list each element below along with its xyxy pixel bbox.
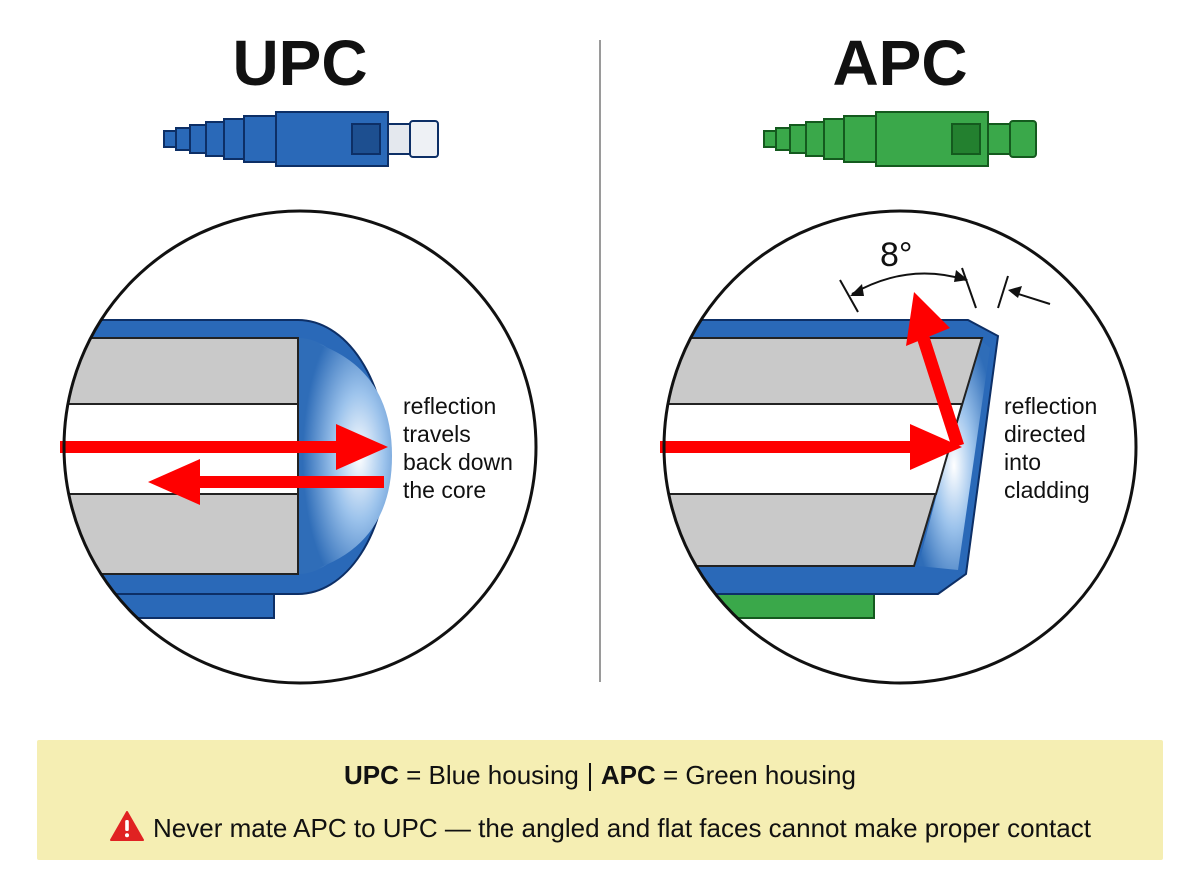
warning-triangle-icon [110,811,145,841]
apc-connector-icon [763,111,1037,167]
legend-box: UPC = Blue housing APC = Green housing Ne… [37,740,1163,860]
apc-legend-text: = Green housing [655,760,856,790]
upc-reflection-note: reflection travels back down the core [403,392,513,504]
panel-divider [599,40,601,682]
warning-text: Never mate APC to UPC — the angled and f… [153,813,1091,843]
upc-note-line: the core [403,477,487,503]
apc-title: APC [832,27,968,99]
upc-note-line: travels [403,421,471,447]
upc-title: UPC [232,27,368,99]
color-legend: UPC = Blue housing APC = Green housing [37,760,1163,792]
warning-line: Never mate APC to UPC — the angled and f… [37,810,1163,844]
angle-label: 8° [880,236,913,274]
upc-connector-icon [163,111,439,167]
apc-abbr: APC [600,760,656,790]
upc-abbr: UPC [344,760,399,790]
upc-legend-text: = Blue housing [398,760,579,790]
apc-note-line: cladding [1004,477,1090,503]
apc-note-line: into [1004,449,1042,475]
apc-magnified-view [660,209,1138,685]
legend-separator [588,763,591,792]
upc-note-line: back down [403,449,513,475]
apc-note-line: reflection [1004,393,1098,419]
upc-note-line: reflection [403,393,497,419]
apc-note-line: directed [1004,421,1086,447]
apc-reflection-note: reflection directed into cladding [1004,392,1097,504]
